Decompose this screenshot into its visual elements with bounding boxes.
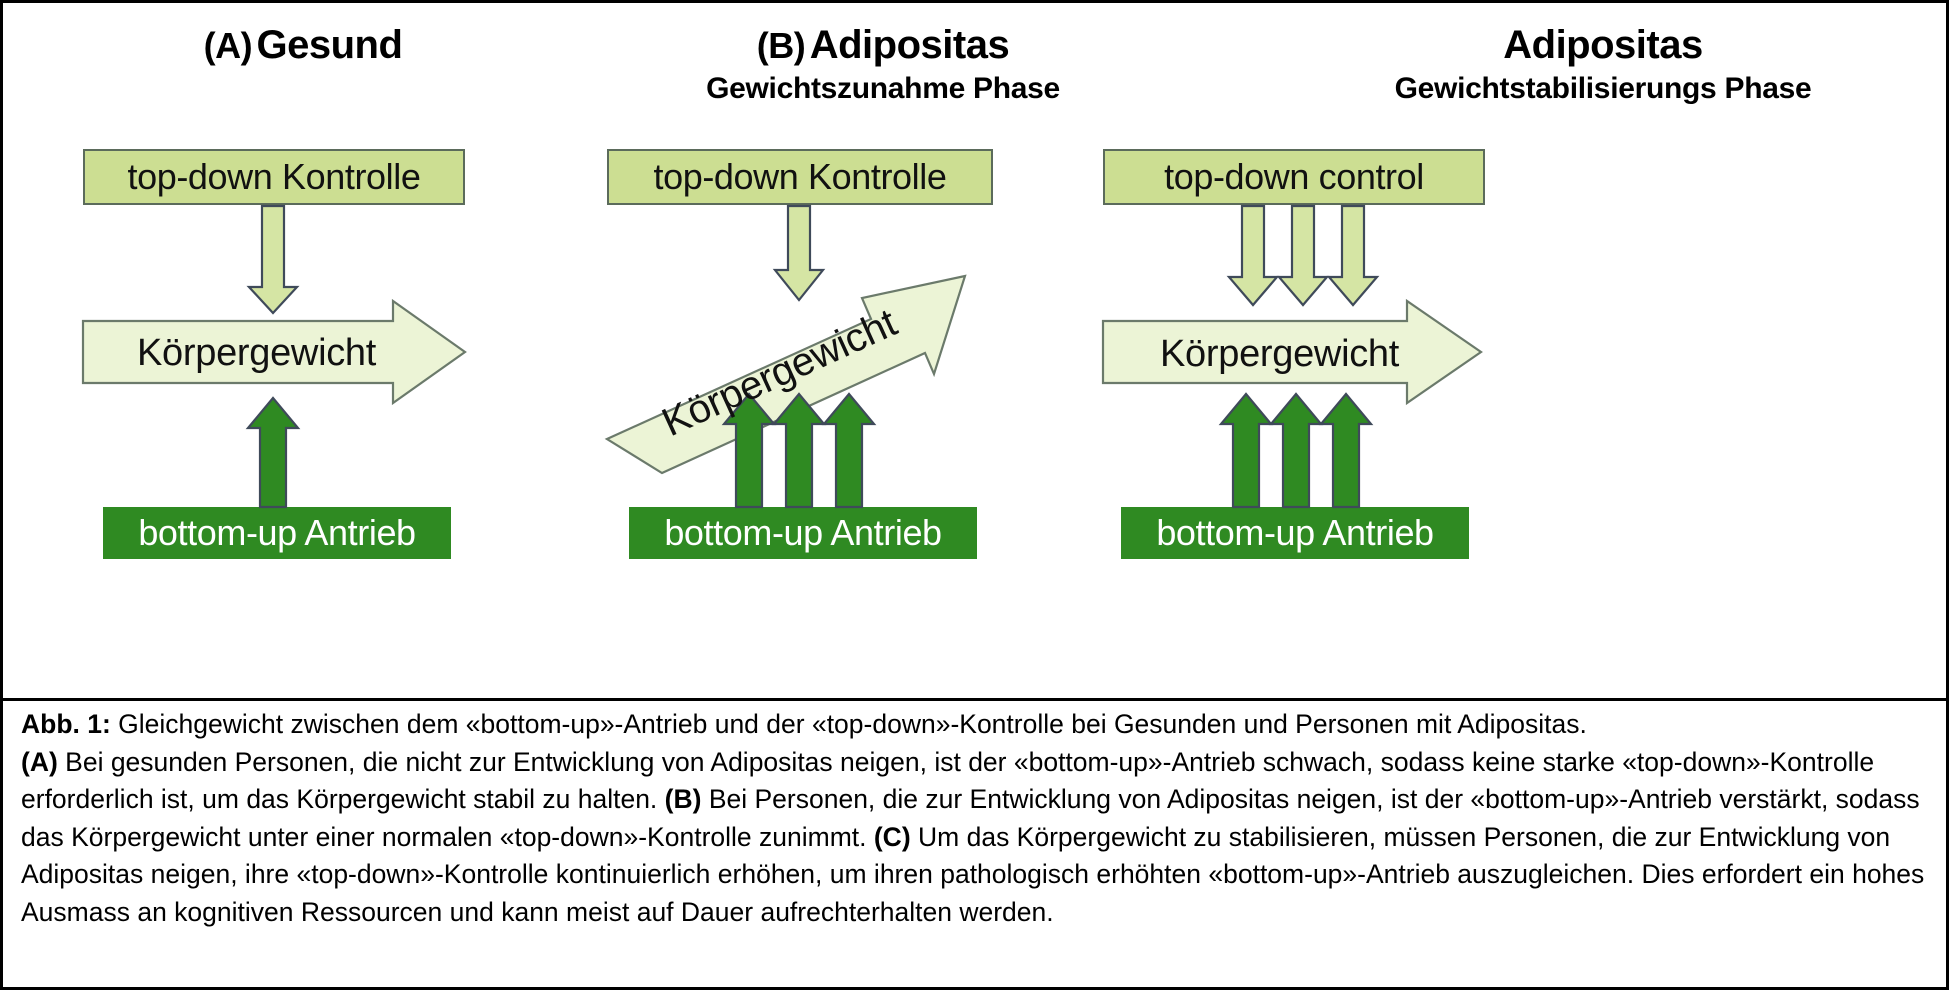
panel-c-body-weight-arrow xyxy=(1101,298,1483,406)
caption-divider xyxy=(3,698,1946,701)
panel-c-bottom-up-label: bottom-up Antrieb xyxy=(1156,512,1434,553)
panel-c-top-down-arrow-1 xyxy=(1226,204,1280,307)
panel-a-top-down-box[interactable]: top-down Kontrolle xyxy=(83,149,465,205)
panel-c-top-down-box[interactable]: top-down control xyxy=(1103,149,1485,205)
panel-b-top-down-label: top-down Kontrolle xyxy=(653,156,947,197)
panel-b-heading: (B) Adipositas Gewichtszunahme Phase xyxy=(603,23,1163,105)
panel-a-label: (A) xyxy=(203,25,253,66)
panel-c-title: Adipositas xyxy=(1503,23,1703,67)
panel-a-bottom-up-box[interactable]: bottom-up Antrieb xyxy=(103,507,451,559)
panel-b-top-down-box[interactable]: top-down Kontrolle xyxy=(607,149,993,205)
panel-a-title: Gesund xyxy=(256,23,403,67)
panel-b-body-weight-arrow xyxy=(604,274,967,475)
panel-c-bottom-up-arrow-1 xyxy=(1218,392,1274,509)
panel-a-top-down-arrow xyxy=(246,204,300,315)
panel-b-label: (B) xyxy=(756,25,806,66)
panel-c-bottom-up-arrow-2 xyxy=(1268,392,1324,509)
caption-prefix: Abb. 1: xyxy=(21,709,111,739)
panel-a-body-weight-label: Körpergewicht xyxy=(137,332,376,374)
panel-a-heading: (A) Gesund xyxy=(103,23,503,68)
caption-part-a: Bei gesunden Personen, die nicht zur Ent… xyxy=(21,746,1875,815)
caption-tag-b: (B) xyxy=(664,784,702,814)
panel-a-bottom-up-arrow xyxy=(245,396,301,509)
panel-b-bottom-up-box[interactable]: bottom-up Antrieb xyxy=(629,507,977,559)
panel-b-title: Adipositas xyxy=(809,23,1010,67)
figure-caption: Abb. 1: Gleichgewicht zwischen dem «bott… xyxy=(3,706,1946,931)
panel-c-top-down-label: top-down control xyxy=(1164,156,1424,197)
caption-line1: Gleichgewicht zwischen dem «bottom-up»-A… xyxy=(110,709,1587,739)
panel-b-top-down-arrow xyxy=(772,204,826,302)
caption-tag-c: (C) xyxy=(873,821,911,852)
panel-a-bottom-up-label: bottom-up Antrieb xyxy=(138,512,416,553)
panel-c-body-weight-label: Körpergewicht xyxy=(1160,333,1399,375)
panel-c-bottom-up-box[interactable]: bottom-up Antrieb xyxy=(1121,507,1469,559)
panel-c-top-down-arrow-2 xyxy=(1276,204,1330,307)
panel-b-bottom-up-label: bottom-up Antrieb xyxy=(664,512,942,553)
panel-a-body-weight-arrow xyxy=(81,298,467,406)
panel-c-heading: Adipositas Gewichtstabilisierungs Phase xyxy=(1323,23,1883,105)
caption-tag-a: (A) xyxy=(21,746,58,777)
caption-part-c: Um das Körpergewicht zu stabilisieren, m… xyxy=(21,821,1925,927)
panel-b-bottom-up-arrow-2 xyxy=(771,392,827,509)
panel-b-bottom-up-arrow-1 xyxy=(721,392,777,509)
panel-c-subtitle: Gewichtstabilisierungs Phase xyxy=(1394,71,1812,105)
panel-b-bottom-up-arrow-3 xyxy=(821,392,877,509)
arrow-layer xyxy=(81,204,1483,509)
caption-part-b: Bei Personen, die zur Entwicklung von Ad… xyxy=(21,784,1920,852)
panel-c-top-down-arrow-3 xyxy=(1326,204,1380,307)
panel-a-top-down-label: top-down Kontrolle xyxy=(127,156,421,197)
panel-c-bottom-up-arrow-3 xyxy=(1318,392,1374,509)
panel-b-subtitle: Gewichtszunahme Phase xyxy=(706,71,1060,105)
